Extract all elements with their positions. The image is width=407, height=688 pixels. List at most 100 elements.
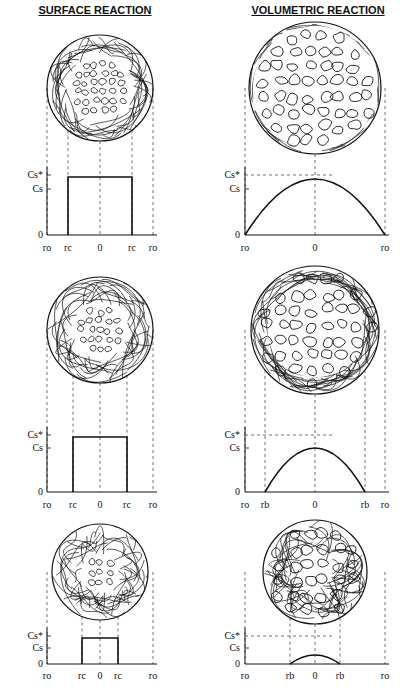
pore-outline: [115, 338, 121, 344]
fibre-line: [125, 46, 133, 71]
fibre-line: [114, 42, 146, 102]
pore-outline: [259, 60, 271, 71]
fibre-line: [332, 559, 339, 573]
fibre-line: [316, 374, 337, 390]
pore-outline: [76, 72, 82, 78]
pore-outline: [351, 322, 361, 332]
pore-outline: [97, 569, 103, 574]
fibre-line: [293, 374, 339, 391]
fibre-line: [331, 358, 357, 381]
fibre-line: [358, 42, 379, 107]
pore-outline: [82, 82, 87, 87]
fibre-line: [96, 595, 139, 607]
pore-outline: [302, 76, 314, 86]
pore-outline: [318, 559, 329, 567]
pore-outline: [111, 71, 118, 76]
pore-outline: [109, 78, 115, 84]
fibre-line: [62, 287, 93, 325]
pore-outline: [321, 91, 333, 102]
pore-outline: [335, 304, 347, 313]
pore-outline: [290, 320, 302, 329]
pore-outline: [95, 580, 102, 584]
particle-outline: [47, 277, 153, 383]
fibre-line: [110, 285, 146, 305]
fibre-tangle: [51, 37, 154, 139]
fibre-line: [66, 103, 89, 139]
fibre-line: [88, 532, 96, 548]
fibre-line: [75, 118, 89, 130]
projection-line: [100, 141, 101, 235]
fibre-line: [80, 353, 117, 374]
pore-outline: [97, 327, 104, 332]
pore-outline: [101, 98, 108, 105]
pore-outline: [89, 558, 95, 565]
pore-outline: [83, 99, 90, 105]
axis-label: 0: [235, 658, 240, 670]
radius-label: rb: [286, 670, 294, 682]
tick-mark: [245, 648, 249, 649]
radius-label: ro: [241, 499, 249, 511]
fibre-line: [93, 534, 104, 543]
projection-line: [290, 618, 291, 664]
pore-outline: [305, 310, 317, 318]
fibre-line: [56, 65, 61, 95]
fibre-line: [275, 559, 299, 591]
fibre-line: [331, 585, 339, 611]
pore-outline: [116, 328, 123, 334]
pore-outline: [105, 319, 112, 324]
projection-line: [100, 620, 101, 664]
pore-outline: [107, 578, 113, 584]
fibre-line: [102, 538, 126, 551]
pore-outline: [275, 90, 286, 101]
pore-outline: [109, 62, 115, 68]
pore-outline: [300, 603, 312, 614]
pore-outline: [90, 326, 95, 332]
projection-line: [265, 370, 266, 492]
pore-outline: [287, 135, 299, 146]
pore-outline: [83, 64, 90, 69]
fibre-line: [127, 315, 146, 370]
radius-label: 0: [313, 499, 318, 511]
pore-outline: [118, 72, 124, 77]
radius-label: 0: [313, 670, 318, 682]
fibre-line: [81, 542, 95, 564]
pore-outline: [288, 110, 299, 119]
fibre-line: [287, 531, 308, 558]
pore-outline: [90, 70, 97, 76]
axis-line: [245, 235, 389, 236]
pore-outline: [322, 302, 333, 312]
radius-label: ro: [241, 670, 249, 682]
pore-outline: [84, 72, 90, 77]
pore-outline: [100, 89, 106, 95]
pore-outline: [307, 366, 316, 376]
fibre-line: [80, 45, 123, 62]
pore-outline: [94, 97, 101, 102]
fibre-line: [61, 558, 81, 615]
particle-outline: [251, 266, 379, 394]
pore-outline: [89, 571, 95, 577]
axis-line: [245, 664, 389, 665]
pore-outline: [347, 110, 358, 118]
pore-outline: [316, 574, 328, 584]
pore-outline: [308, 349, 318, 358]
fibre-line: [77, 114, 118, 130]
fibre-line: [253, 286, 281, 331]
tick-mark: [47, 636, 51, 637]
axis-label: Cs*: [27, 630, 43, 642]
axis-label: Cs*: [224, 429, 240, 441]
fibre-line: [254, 25, 317, 65]
pore-outline: [275, 77, 288, 84]
fibre-line: [253, 339, 303, 379]
radius-label: ro: [43, 670, 51, 682]
radius-label: rb: [361, 499, 369, 511]
pore-outline: [82, 109, 89, 115]
pore-outline: [348, 304, 360, 314]
pore-outline: [286, 93, 297, 105]
fibre-line: [78, 38, 94, 50]
fibre-line: [116, 109, 133, 126]
axis-label: Cs*: [27, 169, 43, 181]
axis-line: [47, 628, 48, 664]
fibre-line: [109, 334, 134, 379]
projection-line: [315, 624, 316, 664]
